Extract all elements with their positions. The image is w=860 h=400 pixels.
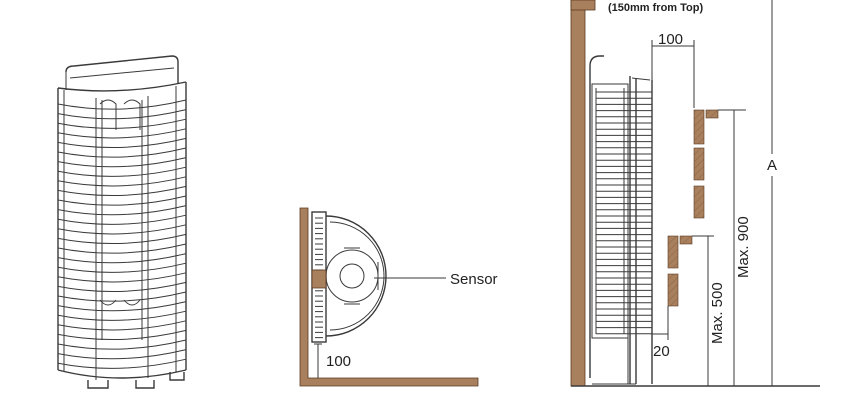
guard-bar — [57, 185, 187, 197]
guard-bar — [57, 339, 187, 350]
heater-perspective-drawing — [57, 55, 187, 389]
guard-bar — [57, 358, 187, 369]
top-note-label: (150mm from Top) — [608, 2, 703, 14]
guard-bar — [57, 99, 187, 110]
guard-bar — [57, 147, 187, 158]
height-a-label: A — [767, 157, 777, 174]
guard-bar — [57, 253, 187, 264]
guard-bar — [57, 349, 187, 360]
guard-bar — [57, 118, 187, 129]
wall-gap-label: 100 — [658, 31, 683, 48]
guard-bar — [57, 233, 187, 245]
guard-bar — [57, 301, 187, 312]
max-500-label: Max. 500 — [709, 282, 726, 344]
guard-bar — [57, 243, 187, 254]
guard-bar — [57, 281, 187, 293]
guard-bar — [57, 166, 187, 177]
guard-bar — [57, 137, 187, 149]
guard-bar — [57, 205, 187, 216]
guard-bar — [57, 272, 187, 283]
side-wall — [570, 0, 586, 387]
guard-bar — [57, 157, 187, 168]
small-gap-label: 20 — [653, 343, 670, 360]
guard-bar — [57, 291, 187, 302]
guard-bar — [57, 329, 187, 341]
sensor-label: Sensor — [450, 271, 498, 288]
guard-bar — [57, 176, 187, 187]
guard-bar — [57, 262, 187, 273]
max-900-label: Max. 900 — [735, 216, 752, 278]
guard-bar — [57, 310, 187, 321]
guard-bar — [57, 320, 187, 331]
guard-bar — [57, 224, 187, 235]
wall-top-view: Sensor 100 — [299, 207, 498, 387]
floor-gap-label: 100 — [326, 353, 351, 370]
guard-bar — [57, 195, 187, 206]
guard-bar — [57, 214, 187, 225]
side-elevation-view: (150mm from Top) 100 20 Max. 500 Max. 90… — [570, 0, 820, 387]
guard-bar — [57, 128, 187, 139]
guard-bar — [57, 109, 187, 120]
wall-section — [299, 207, 479, 387]
